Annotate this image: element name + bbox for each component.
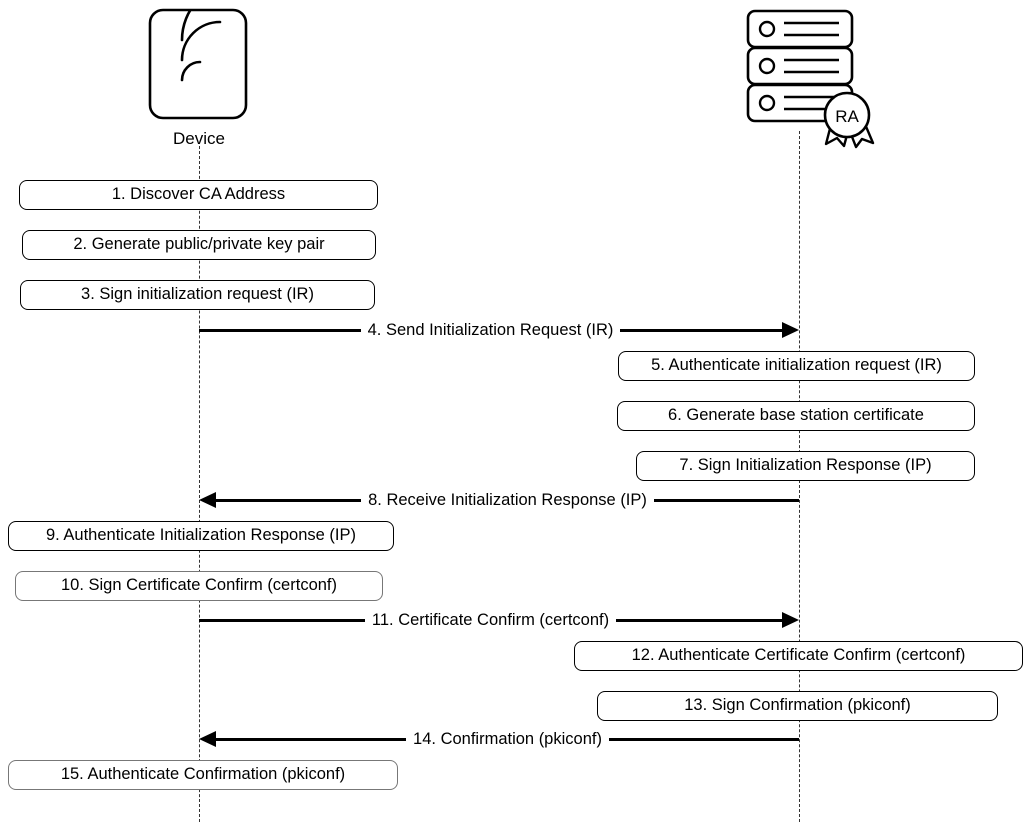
lifeline-device bbox=[199, 146, 200, 822]
server-tier-2 bbox=[746, 46, 854, 86]
step-box-5[interactable]: 5. Authenticate initialization request (… bbox=[618, 351, 975, 381]
arrow-line-left bbox=[216, 737, 407, 741]
arrowhead-left-icon bbox=[199, 492, 216, 508]
step-box-13[interactable]: 13. Sign Confirmation (pkiconf) bbox=[597, 691, 998, 721]
arrow-line-right bbox=[620, 328, 783, 332]
step-arrow-8[interactable]: 8. Receive Initialization Response (IP) bbox=[199, 487, 799, 513]
step-box-12[interactable]: 12. Authenticate Certificate Confirm (ce… bbox=[574, 641, 1023, 671]
arrowhead-right-icon bbox=[782, 322, 800, 338]
arrow-line-left bbox=[216, 498, 362, 502]
step-arrow-4-label: 4. Send Initialization Request (IR) bbox=[367, 321, 614, 339]
actor-device-label: Device bbox=[173, 129, 225, 148]
step-box-15[interactable]: 15. Authenticate Confirmation (pkiconf) bbox=[8, 760, 398, 790]
arrow-line-left bbox=[199, 328, 361, 332]
step-box-9[interactable]: 9. Authenticate Initialization Response … bbox=[8, 521, 394, 551]
server-stack-certificate-icon: RA bbox=[746, 9, 875, 149]
arrow-line-left bbox=[199, 618, 365, 622]
ra-badge-label: RA bbox=[835, 107, 859, 126]
step-arrow-8-label: 8. Receive Initialization Response (IP) bbox=[368, 491, 647, 509]
step-box-3[interactable]: 3. Sign initialization request (IR) bbox=[20, 280, 375, 310]
step-box-10[interactable]: 10. Sign Certificate Confirm (certconf) bbox=[15, 571, 383, 601]
step-box-6[interactable]: 6. Generate base station certificate bbox=[617, 401, 975, 431]
step-arrow-14-label: 14. Confirmation (pkiconf) bbox=[413, 730, 602, 748]
step-box-7[interactable]: 7. Sign Initialization Response (IP) bbox=[636, 451, 975, 481]
step-box-2[interactable]: 2. Generate public/private key pair bbox=[22, 230, 376, 260]
arrow-line-right bbox=[653, 498, 799, 502]
arrow-line-right bbox=[608, 737, 800, 741]
wireless-device-icon bbox=[148, 8, 248, 120]
server-tier-1 bbox=[746, 9, 854, 49]
certificate-badge-circle bbox=[823, 91, 871, 139]
actor-ra: RA bbox=[740, 4, 880, 150]
arrowhead-right-icon bbox=[782, 612, 799, 628]
arrowhead-left-icon bbox=[199, 731, 216, 747]
arrow-line-right bbox=[616, 618, 782, 622]
step-arrow-11-label: 11. Certificate Confirm (certconf) bbox=[371, 611, 610, 629]
step-arrow-11[interactable]: 11. Certificate Confirm (certconf) bbox=[199, 607, 799, 633]
actor-device: Device bbox=[148, 8, 250, 149]
step-arrow-14[interactable]: 14. Confirmation (pkiconf) bbox=[199, 726, 800, 752]
step-box-1[interactable]: 1. Discover CA Address bbox=[19, 180, 378, 210]
step-arrow-4[interactable]: 4. Send Initialization Request (IR) bbox=[199, 317, 800, 343]
